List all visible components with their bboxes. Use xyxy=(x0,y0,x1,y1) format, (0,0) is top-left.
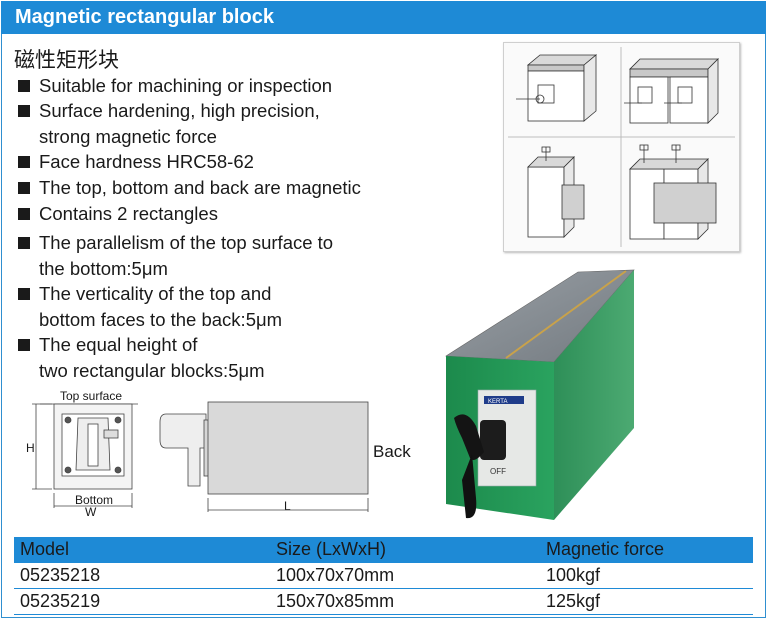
feature-text-continued: the bottom:5μm xyxy=(39,258,168,279)
page-title: Magnetic rectangular block xyxy=(15,6,274,28)
feature-text: Suitable for machining or inspection xyxy=(39,75,333,96)
bullet-icon xyxy=(18,237,30,249)
feature-text: Contains 2 rectangles xyxy=(39,203,218,224)
bullet-icon xyxy=(18,339,30,351)
column-header: Magnetic force xyxy=(546,539,665,559)
usage-diagram-illustration xyxy=(508,47,735,247)
column-header: Model xyxy=(20,539,70,559)
back-label: Back xyxy=(373,442,411,461)
header-bar: Magnetic rectangular block xyxy=(1,1,766,34)
bullet-icon xyxy=(18,156,30,168)
side-view-drawing xyxy=(159,401,369,512)
table-cell: 100x70x70mm xyxy=(276,565,395,585)
bullet-icon xyxy=(18,105,30,117)
bullet-icon xyxy=(18,208,30,220)
product-photo: KERTA OFF xyxy=(445,269,635,520)
bullet-icon xyxy=(18,182,30,194)
feature-text: The parallelism of the top surface to xyxy=(39,232,334,253)
feature-text: Face hardness HRC58-62 xyxy=(39,151,254,172)
feature-text-continued: strong magnetic force xyxy=(39,126,217,147)
table-row: 05235218 100x70x70mm 100kgf xyxy=(14,563,753,589)
feature-text: The verticality of the top and xyxy=(39,283,272,304)
top-surface-label: Top surface xyxy=(60,389,123,403)
table-cell: 100kgf xyxy=(546,565,601,585)
width-label: W xyxy=(85,505,97,519)
table-cell: 05235219 xyxy=(20,591,101,611)
brand-label: KERTA xyxy=(488,399,507,405)
bullet-icon xyxy=(18,80,30,92)
height-label: H xyxy=(26,441,35,455)
table-cell: 150x70x85mm xyxy=(276,591,395,611)
bullet-icon xyxy=(18,288,30,300)
column-header: Size (LxWxH) xyxy=(276,539,387,559)
chinese-title: 磁性矩形块 xyxy=(14,48,119,72)
feature-text: The top, bottom and back are magnetic xyxy=(39,177,361,198)
feature-text: Surface hardening, high precision, xyxy=(39,100,320,121)
bottom-label: Bottom xyxy=(75,493,114,507)
usage-diagram-panel xyxy=(503,42,740,252)
feature-text: The equal height of xyxy=(39,334,198,355)
feature-text-continued: two rectangular blocks:5μm xyxy=(39,360,265,381)
table-cell: 125kgf xyxy=(546,591,601,611)
table-cell: 05235218 xyxy=(20,565,101,585)
feature-text-continued: bottom faces to the back:5μm xyxy=(39,309,283,330)
length-label: L xyxy=(284,499,291,513)
end-view-drawing xyxy=(32,403,138,508)
table-header: Model Size (LxWxH) Magnetic force xyxy=(14,537,753,563)
table-row: 05235219 150x70x85mm 125kgf xyxy=(14,589,753,615)
off-label: OFF xyxy=(490,467,506,476)
